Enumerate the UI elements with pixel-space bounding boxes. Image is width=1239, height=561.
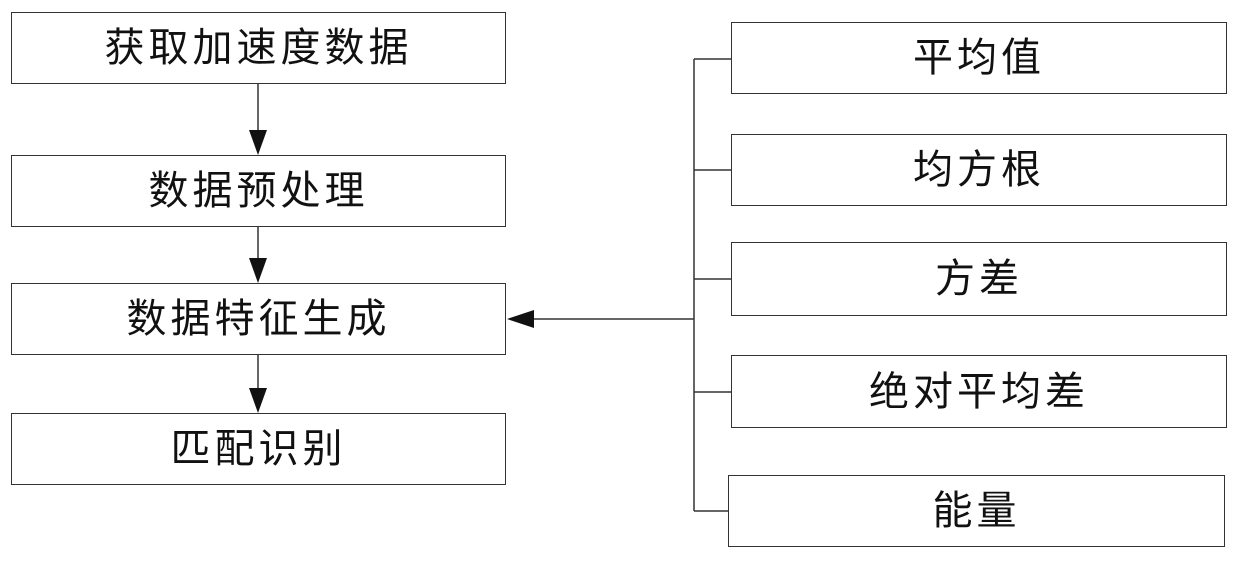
step-acquire-acceleration-data-label: 获取加速度数据 <box>105 28 413 68</box>
feature-variance: 方差 <box>731 242 1227 316</box>
arrowhead-down-step3 <box>249 258 267 283</box>
feature-rms-label: 均方根 <box>913 150 1045 190</box>
step-matching-recognition-label: 匹配识别 <box>171 429 347 469</box>
feature-energy-label: 能量 <box>933 491 1021 531</box>
feature-rms: 均方根 <box>731 134 1227 206</box>
feature-variance-label: 方差 <box>935 259 1023 299</box>
feature-mean-label: 平均值 <box>913 38 1045 78</box>
step-feature-generation: 数据特征生成 <box>11 283 506 355</box>
step-acquire-acceleration-data: 获取加速度数据 <box>11 12 506 84</box>
feature-mean-absolute-deviation: 绝对平均差 <box>731 355 1227 428</box>
feature-energy: 能量 <box>728 475 1225 547</box>
step-feature-generation-label: 数据特征生成 <box>127 299 391 339</box>
arrowhead-down-step4 <box>249 388 267 413</box>
step-matching-recognition: 匹配识别 <box>11 413 506 485</box>
arrowhead-down-step2 <box>249 130 267 155</box>
feature-mean-absolute-deviation-label: 绝对平均差 <box>869 372 1089 412</box>
step-data-preprocessing: 数据预处理 <box>11 155 506 227</box>
feature-mean: 平均值 <box>731 22 1227 94</box>
arrowhead-left-generation <box>507 310 534 328</box>
step-data-preprocessing-label: 数据预处理 <box>149 171 369 211</box>
